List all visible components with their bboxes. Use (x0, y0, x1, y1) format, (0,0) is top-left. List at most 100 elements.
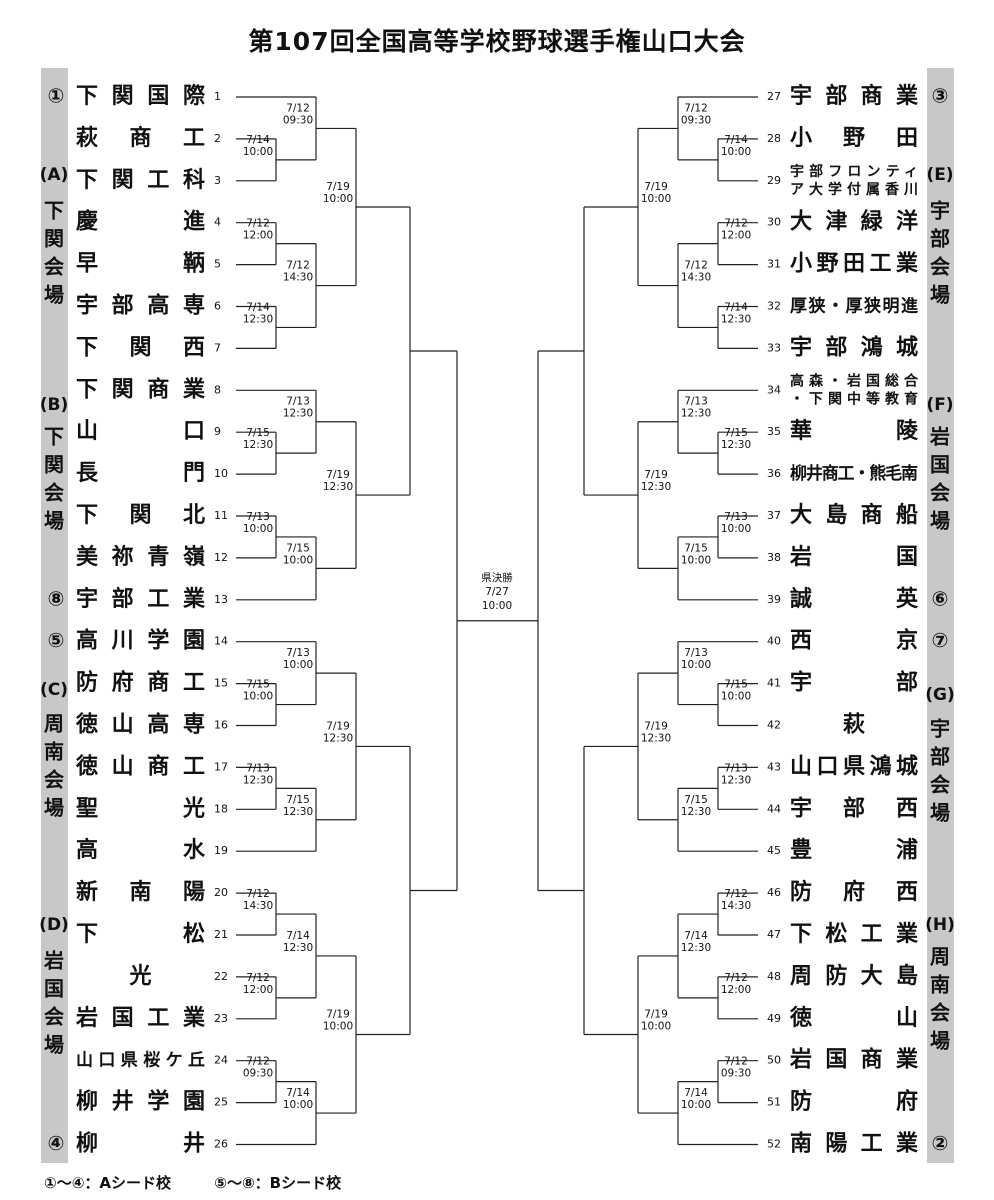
team-name: 聖光 (76, 796, 205, 821)
slot-number: 3 (214, 174, 221, 187)
slot-number: 38 (767, 551, 781, 564)
seed-mark: ④ (48, 1131, 65, 1155)
match-schedule: 10:00 (721, 523, 751, 535)
match-schedule: 7/12 (246, 888, 270, 900)
match-schedule: 7/12 (286, 102, 310, 114)
match-schedule: 12:00 (243, 230, 273, 242)
seed-mark: ⑦ (932, 628, 949, 652)
match-schedule: 10:00 (323, 193, 353, 205)
match-schedule: 12:30 (243, 774, 273, 786)
match-schedule: 7/12 (684, 102, 708, 114)
match-schedule: 12:30 (283, 408, 313, 420)
slot-number: 4 (214, 216, 221, 229)
venue-char: 会 (930, 773, 950, 797)
team-name: 高水 (76, 837, 206, 863)
team-name: 厚狭・厚狭明進 (790, 296, 918, 317)
team-name: 華陵 (790, 418, 919, 444)
venue-char: 場 (930, 1029, 950, 1053)
slot-number: 10 (214, 467, 228, 480)
team-name: 柳井商工・熊毛南 (790, 463, 918, 484)
slot-number: 36 (767, 467, 781, 480)
seed-legend: ①〜④：Aシード校 ⑤〜⑧：Bシード校 (44, 1172, 379, 1193)
match-schedule: 12:00 (721, 984, 751, 996)
slot-number: 33 (767, 341, 781, 354)
match-schedule: 12:30 (721, 774, 751, 786)
match-schedule: 7/15 (684, 794, 708, 806)
slot-number: 2 (214, 132, 221, 145)
match-schedule: 7/12 (724, 1056, 748, 1068)
match-schedule: 7/15 (286, 794, 310, 806)
match-schedule: 10:00 (323, 1021, 353, 1033)
venue-char: 岩 (43, 949, 64, 973)
slot-number: 14 (214, 635, 228, 648)
team-name: 下関北 (76, 503, 205, 528)
match-schedule: 14:30 (283, 272, 313, 284)
slot-number: 31 (767, 258, 781, 271)
slot-number: 1 (214, 90, 221, 103)
team-name: 柳井 (76, 1131, 205, 1157)
match-schedule: 7/14 (684, 930, 708, 942)
team-name: 防府商工 (76, 670, 205, 696)
match-schedule: 7/14 (246, 301, 270, 313)
slot-number: 25 (214, 1096, 228, 1109)
match-schedule: 09:30 (243, 1068, 273, 1080)
slot-number: 43 (767, 760, 781, 773)
match-schedule: 7/12 (246, 218, 270, 230)
slot-number: 23 (214, 1012, 228, 1025)
match-schedule: 7/13 (246, 762, 270, 774)
match-schedule: 7/12 (246, 1056, 270, 1068)
match-schedule: 10:00 (721, 146, 751, 158)
slot-number: 28 (767, 132, 781, 145)
slot-number: 5 (214, 258, 221, 271)
match-schedule: 09:30 (681, 114, 711, 126)
match-schedule: 10:00 (243, 523, 273, 535)
match-schedule: 10:00 (243, 691, 273, 703)
venue-letter: (E) (926, 165, 953, 185)
team-name: 萩 (843, 712, 865, 738)
match-schedule: 7/13 (286, 396, 310, 408)
venue-char: 南 (44, 740, 64, 764)
match-schedule: 7/13 (246, 511, 270, 523)
team-name: 防府 (790, 1089, 918, 1115)
venue-char: 宇 (930, 717, 950, 741)
team-name: 宇部工業 (76, 586, 206, 612)
slot-number: 35 (767, 425, 781, 438)
venue-char: 国 (44, 977, 64, 1001)
venue-char: 部 (930, 745, 950, 769)
slot-number: 9 (214, 425, 221, 438)
match-schedule: 7/15 (684, 542, 708, 554)
venue-char: 場 (44, 796, 64, 820)
match-schedule: 7/13 (684, 396, 708, 408)
final-schedule: 10:00 (482, 600, 512, 612)
slot-number: 29 (767, 174, 781, 187)
slot-number: 6 (214, 300, 221, 313)
match-schedule: 7/15 (286, 542, 310, 554)
match-schedule: 14:30 (721, 900, 751, 912)
match-schedule: 7/14 (724, 301, 748, 313)
match-schedule: 7/19 (326, 181, 350, 193)
seed-mark: ⑧ (48, 586, 65, 610)
team-name: 宇部 (790, 670, 918, 696)
match-schedule: 7/15 (724, 427, 748, 439)
match-schedule: 12:00 (721, 230, 751, 242)
seed-mark: ① (48, 84, 65, 108)
match-schedule: 10:00 (243, 146, 273, 158)
slot-number: 21 (214, 928, 228, 941)
venue-band-left (41, 68, 68, 1163)
venue-letter: (D) (39, 915, 69, 935)
venue-char: 会 (930, 1001, 950, 1025)
team-name: 誠英 (790, 586, 919, 612)
match-schedule: 12:30 (283, 942, 313, 954)
slot-number: 7 (214, 341, 221, 354)
match-schedule: 7/14 (286, 1087, 310, 1099)
venue-char: 場 (930, 283, 950, 307)
seed-mark: ⑥ (932, 586, 949, 610)
match-schedule: 09:30 (721, 1068, 751, 1080)
page-title: 第107回全国高等学校野球選手権山口大会 (248, 27, 746, 56)
venue-char: 岩 (929, 425, 950, 449)
match-schedule: 12:30 (681, 408, 711, 420)
venue-char: 会 (44, 255, 64, 279)
team-name: 萩商工 (76, 125, 205, 151)
team-name: 宇部フロンティ (790, 163, 918, 180)
